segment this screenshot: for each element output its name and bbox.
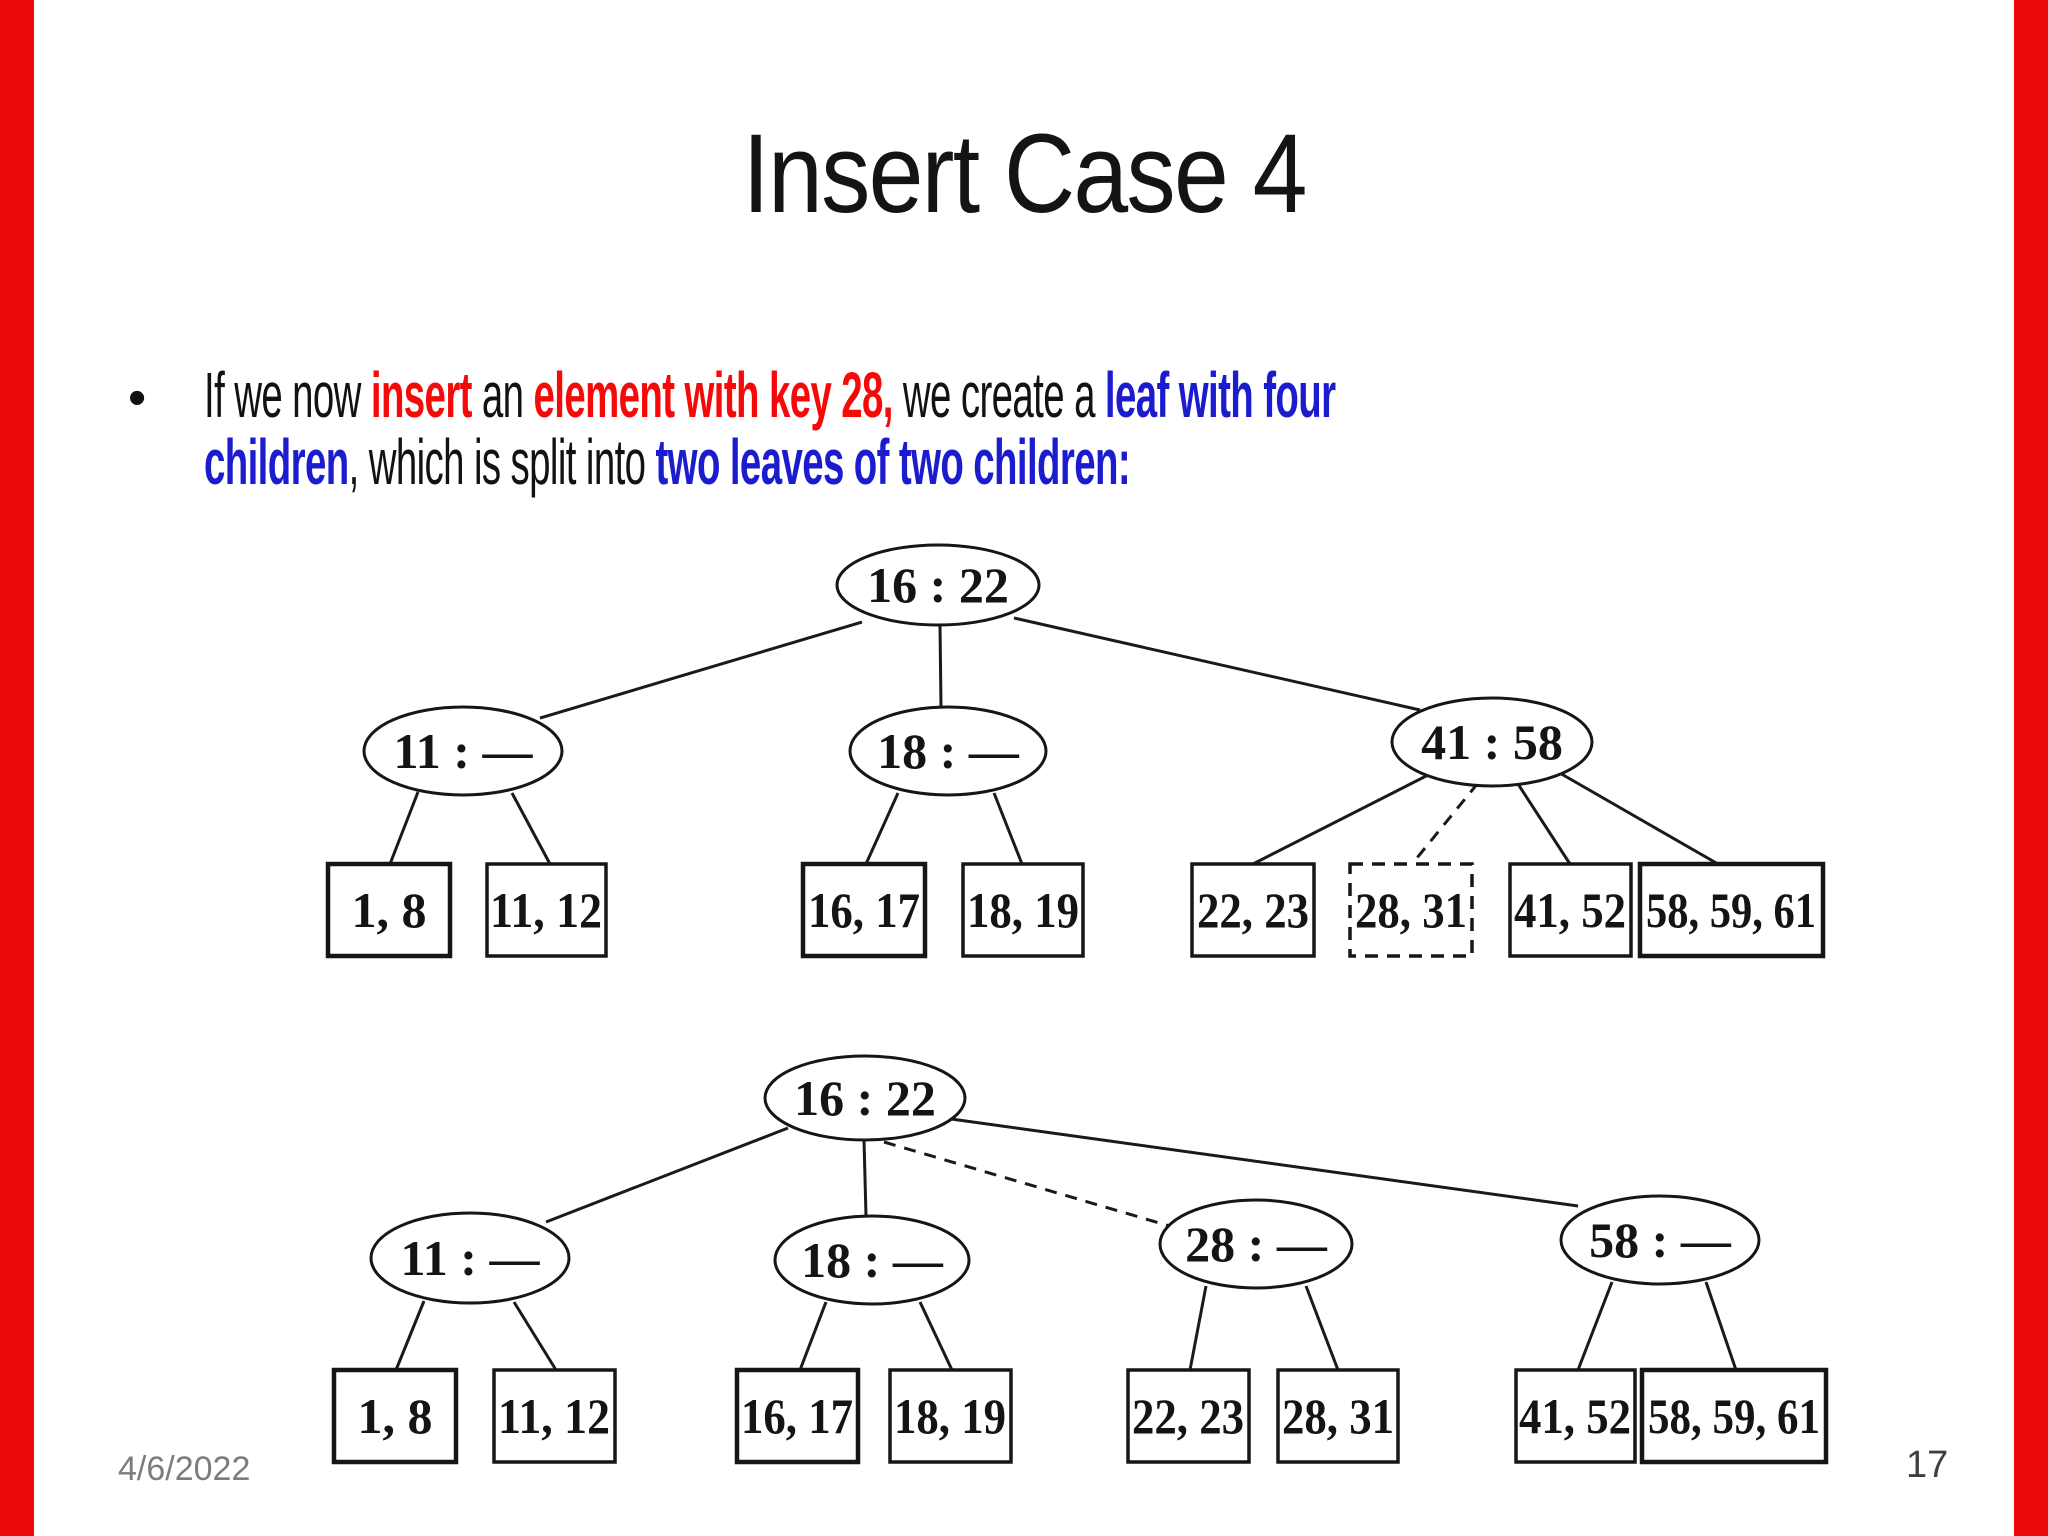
tree2-leaf-box — [1639, 1367, 1829, 1465]
tree1-leaf-label: 18, 19 — [967, 882, 1079, 938]
text-segment-blue: children — [204, 426, 349, 498]
bullet-line-2: children, which is split into two leaves… — [204, 429, 1644, 496]
tree-edge — [992, 792, 1024, 865]
tree2-internal-label: 18 : — — [801, 1232, 944, 1288]
footer-date: 4/6/2022 — [118, 1450, 251, 1488]
tree1-leaf-label: 16, 17 — [808, 882, 920, 938]
tree1-leaf-box — [1190, 862, 1316, 958]
tree2-leaf-box — [888, 1368, 1013, 1464]
tree1-leaf-label: 22, 23 — [1197, 882, 1309, 938]
text-segment: , which is split into — [348, 426, 656, 498]
tree-edge — [512, 1301, 558, 1371]
tree1-leaf-box — [1637, 861, 1826, 959]
tree1-leaf-label: 11, 12 — [490, 882, 602, 938]
page-title: Insert Case 4 — [0, 112, 2048, 235]
tree1-internal-nodes: 16 : 22 11 : — 18 : — 41 : 58 — [362, 543, 1594, 797]
tree-edge — [1304, 1285, 1340, 1371]
tree-edge — [943, 1116, 1579, 1208]
tree2-internal-label: 11 : — — [401, 1230, 541, 1286]
tree-edge — [545, 1126, 789, 1224]
bullet-marker: • — [128, 369, 147, 427]
tree-edge — [862, 1139, 868, 1217]
tree2-leaf-label: 58, 59, 61 — [1648, 1388, 1820, 1444]
tree2-leaf-nodes: 1, 8 11, 12 16, 17 18, 19 22, 23 28, 31 … — [331, 1367, 1829, 1465]
page-title-text: Insert Case 4 — [742, 111, 1307, 236]
tree2-internal-label: 28 : — — [1185, 1216, 1328, 1272]
tree-edge — [798, 1301, 828, 1371]
tree1-leaf-label: 58, 59, 61 — [1646, 882, 1816, 938]
tree1-root-label: 16 : 22 — [867, 557, 1009, 613]
tree-edge — [1013, 616, 1421, 712]
tree2-leaf-label: 18, 19 — [894, 1388, 1006, 1444]
tree2-internal-node — [773, 1214, 971, 1306]
tree2-leaf-box — [1514, 1368, 1637, 1464]
tree1-leaf-box — [325, 861, 453, 959]
tree-edge — [539, 620, 863, 720]
tree1-internal-label: 11 : — — [394, 723, 534, 779]
tree-edge — [864, 792, 900, 865]
right-red-border-bar — [2014, 0, 2048, 1536]
text-segment-red: insert — [370, 359, 473, 431]
left-red-border-bar — [0, 0, 34, 1536]
tree-edge — [1252, 772, 1431, 866]
tree2-leaf-label: 16, 17 — [741, 1388, 853, 1444]
text-segment: If we now — [204, 359, 371, 431]
tree2-leaf-label: 41, 52 — [1519, 1388, 1631, 1444]
tree1-leaf-box-dashed — [1348, 862, 1474, 958]
tree2-leaf-box — [1276, 1368, 1400, 1464]
tree2-edges — [394, 1116, 1738, 1371]
tree2-leaf-box — [1126, 1368, 1251, 1464]
tree1-internal-node — [362, 705, 564, 797]
tree1-leaf-label: 28, 31 — [1355, 882, 1467, 938]
tree-edge — [1557, 770, 1719, 866]
tree1-leaf-nodes: 1, 8 11, 12 16, 17 18, 19 22, 23 28, 31 … — [325, 861, 1826, 959]
tree1-internal-node — [1390, 696, 1594, 788]
tree-edge — [510, 792, 552, 865]
tree-edge-dashed — [883, 1140, 1191, 1234]
tree2-internal-node — [1158, 1198, 1354, 1290]
tree1-internal-label: 41 : 58 — [1421, 714, 1563, 770]
text-segment: we create a — [892, 359, 1105, 431]
tree2-leaf-box — [331, 1367, 459, 1465]
tree2-leaf-label: 22, 23 — [1132, 1388, 1244, 1444]
tree2-internal-node — [1559, 1194, 1761, 1286]
tree1-internal-node — [848, 705, 1048, 797]
tree-edge — [1516, 783, 1572, 865]
tree-edge — [1188, 1285, 1208, 1371]
tree2-leaf-label: 28, 31 — [1282, 1388, 1394, 1444]
tree2-internal-nodes: 16 : 22 11 : — 18 : — 28 : — 58 : — — [369, 1054, 1761, 1306]
text-segment-blue: two leaves of two children: — [655, 426, 1131, 498]
tree1-leaf-box — [800, 861, 928, 959]
tree1-edges — [388, 616, 1719, 866]
bullet-line-1: If we now insert an element with key 28,… — [204, 362, 1644, 429]
tree2-root-node — [763, 1054, 967, 1142]
tree2-leaf-label: 11, 12 — [498, 1388, 610, 1444]
tree2-leaf-label: 1, 8 — [358, 1388, 433, 1444]
bullet-text: If we now insert an element with key 28,… — [204, 362, 1644, 496]
tree1-internal-label: 18 : — — [877, 723, 1020, 779]
tree1-root-node — [835, 543, 1041, 627]
tree2-internal-label: 58 : — — [1589, 1212, 1732, 1268]
text-segment-red: element with key 28, — [533, 359, 893, 431]
tree-edge-dashed — [1410, 782, 1480, 865]
tree2-leaf-box — [734, 1367, 861, 1465]
tree-edge — [394, 1300, 426, 1371]
tree2-root-label: 16 : 22 — [794, 1070, 936, 1126]
tree-edge — [388, 791, 420, 865]
tree-edge — [1704, 1281, 1738, 1371]
tree1-leaf-box — [1508, 862, 1633, 958]
tree-edge — [938, 624, 943, 708]
tree2-internal-node — [369, 1211, 571, 1305]
page-number: 17 — [1906, 1444, 1949, 1486]
tree2-leaf-box — [492, 1368, 617, 1464]
tree1-leaf-box — [485, 862, 608, 958]
tree-edge — [1576, 1281, 1614, 1371]
text-segment: an — [471, 359, 534, 431]
text-segment-blue: leaf with four — [1104, 359, 1336, 431]
tree1-leaf-box — [961, 862, 1085, 958]
tree-edge — [918, 1301, 954, 1371]
tree1-leaf-label: 41, 52 — [1514, 882, 1626, 938]
tree1-leaf-label: 1, 8 — [352, 882, 427, 938]
